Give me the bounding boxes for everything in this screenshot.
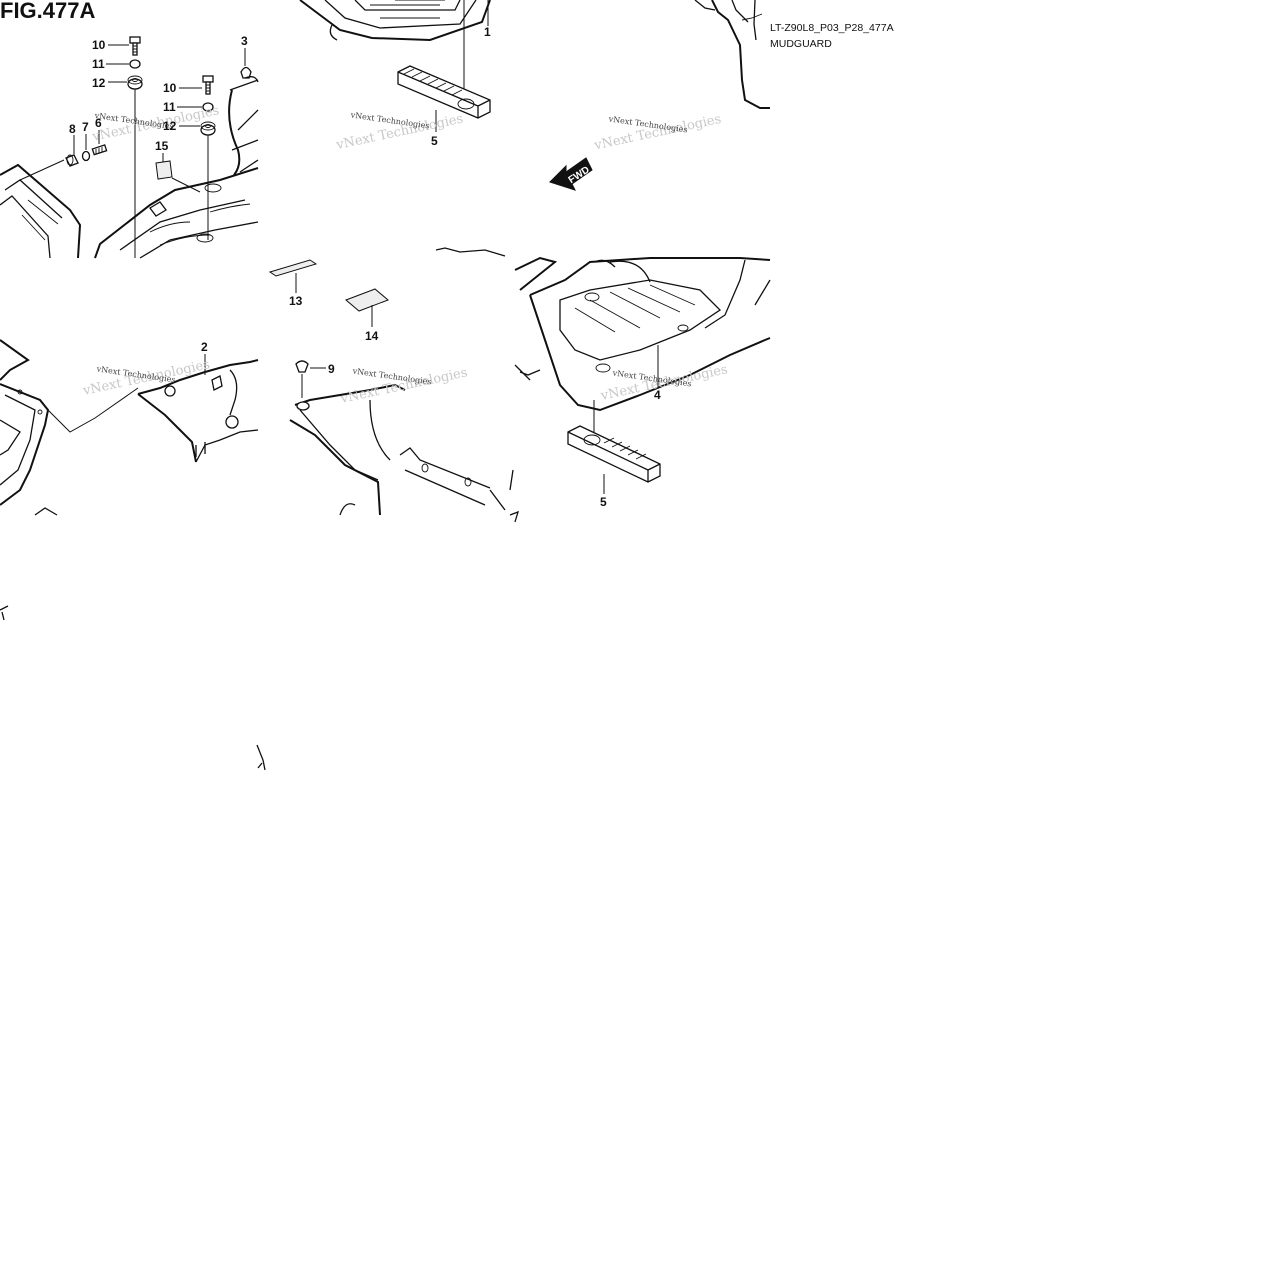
callout-1: 1 <box>484 25 491 39</box>
grommet-12-left <box>127 75 143 90</box>
tile-top-left <box>0 36 259 259</box>
bolt-10-left <box>129 36 141 56</box>
figure-title: FIG.477A <box>0 0 95 23</box>
callout-15: 15 <box>155 139 169 153</box>
left-footrest-body <box>94 76 259 259</box>
label-15 <box>155 153 201 193</box>
tile-middle <box>137 354 259 463</box>
washer-7 <box>81 150 91 162</box>
callout-10-right: 10 <box>163 81 177 95</box>
washer-11-left <box>129 59 141 69</box>
callout-13: 13 <box>289 294 303 308</box>
label-13 <box>268 259 318 277</box>
bolt-10-right <box>202 75 214 95</box>
grommet-12-right <box>200 121 216 136</box>
screw-6 <box>91 144 108 156</box>
fragment-bottom <box>256 744 266 771</box>
figure-code: LT-Z90L8_P03_P28_477A <box>770 22 894 34</box>
tile-top-middle <box>299 0 491 132</box>
tile-middle-left <box>0 339 139 516</box>
callout-14: 14 <box>365 329 379 343</box>
callout-8: 8 <box>69 122 76 136</box>
left-mudguard-flap <box>0 159 82 259</box>
clip-3 <box>240 48 252 79</box>
callout-4: 4 <box>654 388 661 402</box>
callout-3: 3 <box>241 34 248 48</box>
foot-rubber-5-top <box>397 65 491 132</box>
clip-9 <box>295 360 326 398</box>
callout-12-right: 12 <box>163 119 177 133</box>
fragment-left <box>0 605 9 621</box>
tile-middle-right <box>514 256 771 494</box>
figure-caption: MUDGUARD <box>770 38 832 50</box>
callouts: 10 11 12 3 10 11 12 8 7 6 15 1 5 13 14 2… <box>69 25 661 509</box>
fwd-arrow-icon: FWD <box>549 157 593 191</box>
tile-labels <box>268 247 519 523</box>
callout-5-top: 5 <box>431 134 438 148</box>
label-14 <box>345 288 389 312</box>
callout-10-left: 10 <box>92 38 106 52</box>
watermarks: vNext Technologies vNext Technologies vN… <box>81 103 729 407</box>
callout-7: 7 <box>82 120 89 134</box>
tile-top-right <box>694 0 770 109</box>
washer-11-right <box>202 102 214 112</box>
collar-8 <box>65 154 79 167</box>
callout-11-left: 11 <box>92 57 105 71</box>
callout-12-left: 12 <box>92 76 106 90</box>
callout-6: 6 <box>95 116 102 130</box>
foot-rubber-5-bottom <box>567 425 661 494</box>
callout-9: 9 <box>328 362 335 376</box>
callout-11-right: 11 <box>163 100 176 114</box>
callout-5-bottom: 5 <box>600 495 607 509</box>
callout-2: 2 <box>201 340 208 354</box>
